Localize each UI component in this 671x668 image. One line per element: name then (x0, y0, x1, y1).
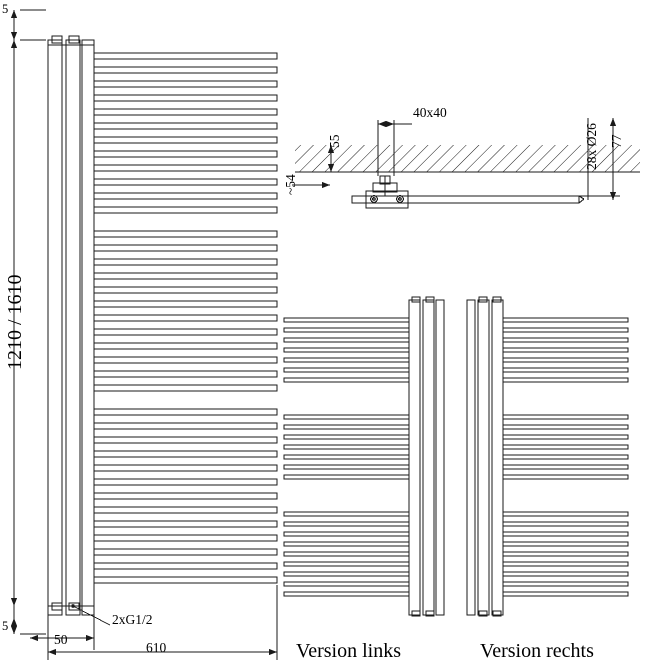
version-links-drawing (283, 296, 445, 617)
front-manifold (47, 39, 95, 616)
dimension-label-bottom-5: 5 (2, 619, 9, 633)
dimension-label-approx-54: ~54 (283, 174, 298, 195)
dimension-label-top-5: 5 (2, 2, 9, 16)
label-connection-2xg12: 2xG1/2 (112, 612, 153, 627)
front-bars-group-2 (93, 230, 278, 392)
dimension-label-28x-d26: 28x Ø26 (584, 123, 599, 170)
dimension-label-height: 1210 / 1610 (4, 274, 26, 370)
section-detail (292, 118, 640, 209)
front-dimensions (10, 9, 278, 660)
front-bars-group-1 (93, 52, 278, 214)
dimension-label-610: 610 (146, 640, 167, 655)
dimension-label-77: 77 (609, 134, 624, 149)
dimension-label-55: 55 (327, 134, 342, 149)
front-top-fittings (48, 35, 94, 46)
front-bars-group-3 (93, 408, 278, 584)
caption-version-rechts: Version rechts (480, 640, 594, 662)
caption-version-links: Version links (296, 640, 401, 662)
version-rechts-drawing (466, 296, 629, 617)
front-bottom-fittings (48, 602, 94, 611)
dimension-label-50: 50 (54, 632, 68, 647)
dimension-label-40x40: 40x40 (413, 105, 447, 120)
